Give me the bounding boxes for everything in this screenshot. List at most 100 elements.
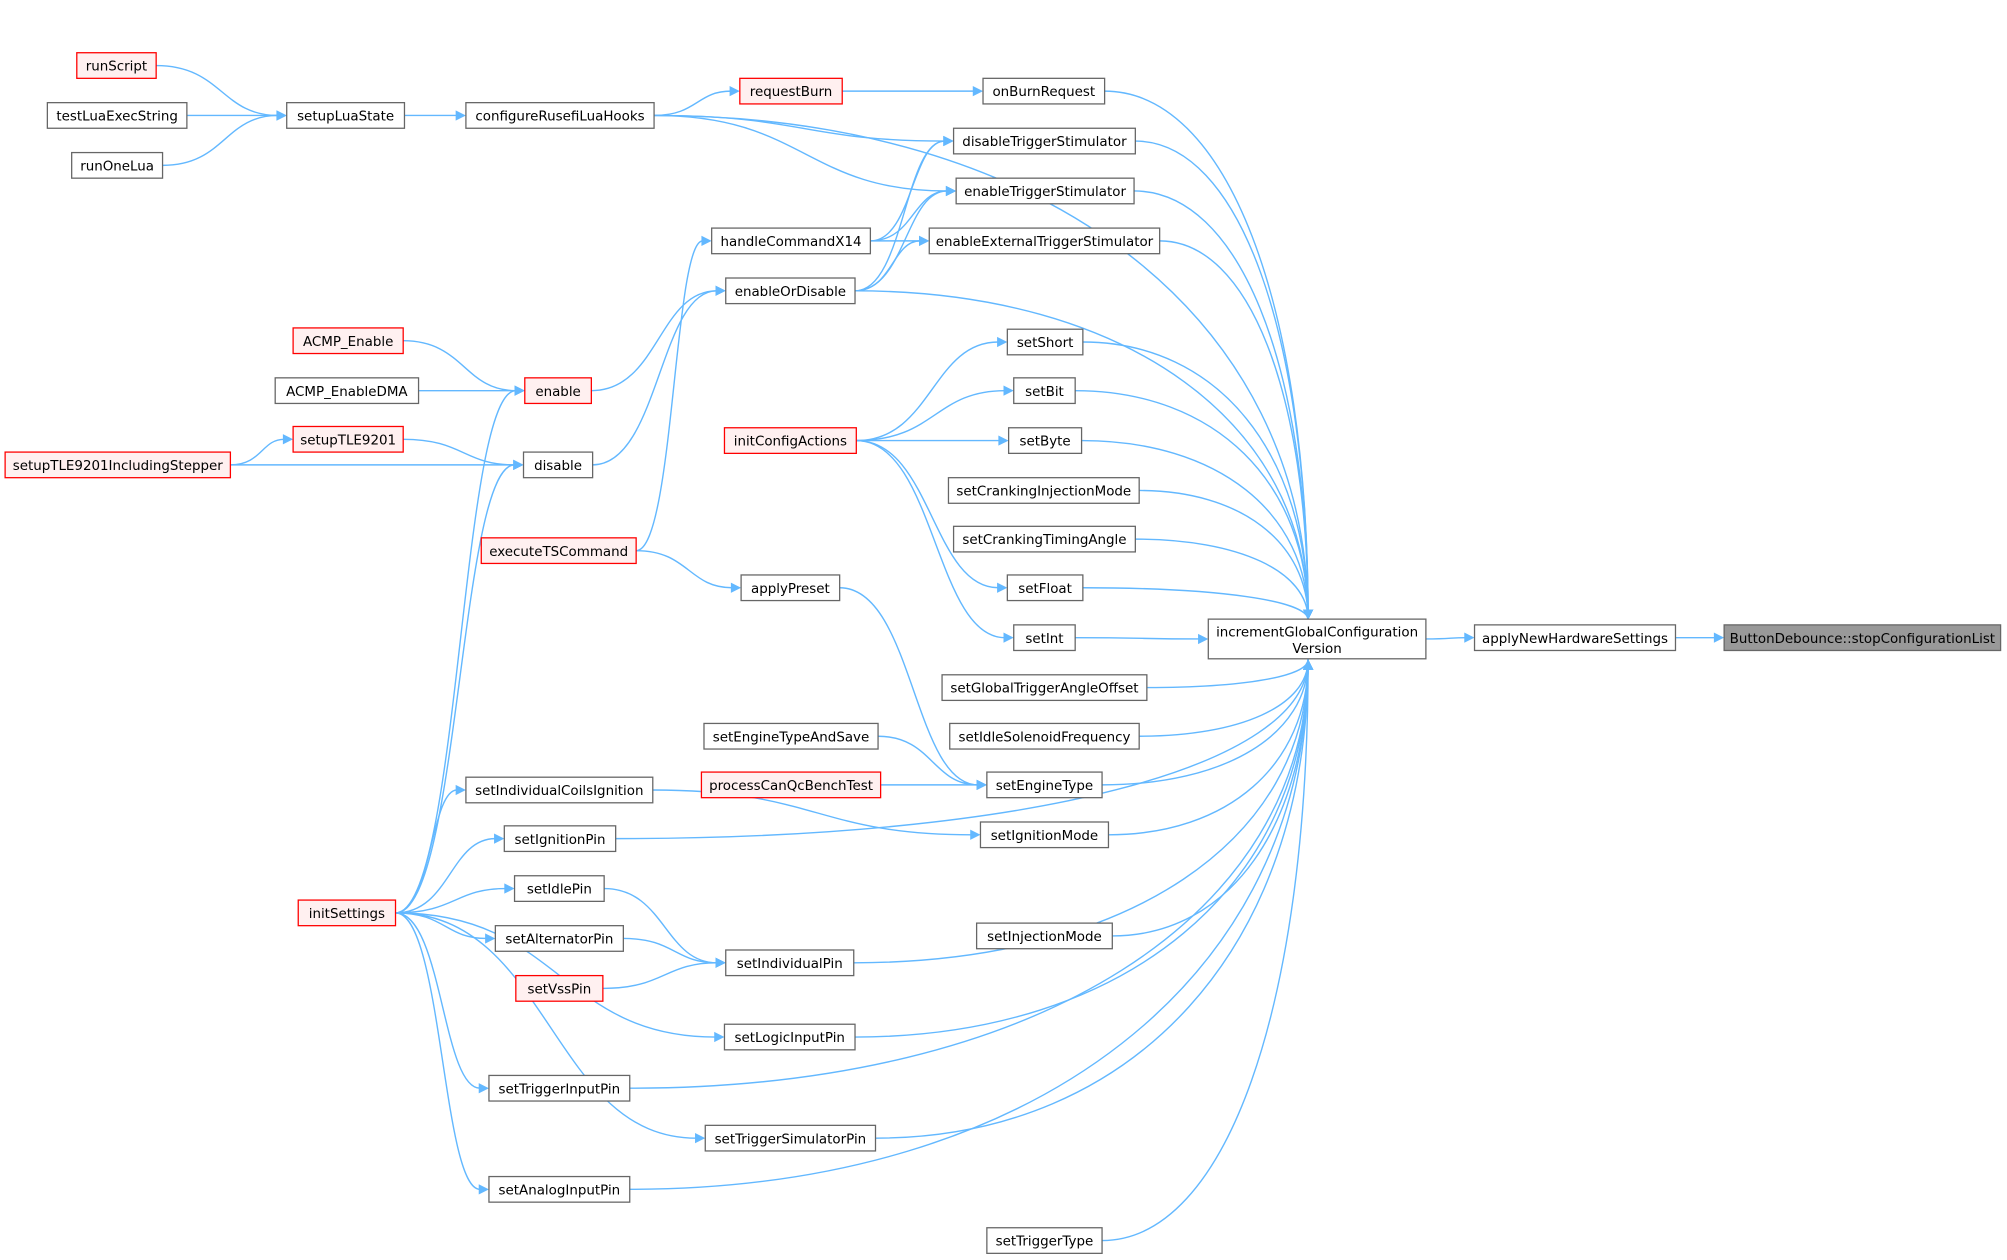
node-enable[interactable]: enable bbox=[524, 377, 592, 405]
node-applyNewHardwareSettings[interactable]: applyNewHardwareSettings bbox=[1473, 624, 1677, 652]
node-applyPreset[interactable]: applyPreset bbox=[740, 574, 841, 602]
node-label: enableExternalTriggerStimulator bbox=[936, 235, 1154, 250]
node-box bbox=[723, 427, 857, 455]
call-edge bbox=[855, 290, 1309, 620]
arrowhead-icon bbox=[997, 336, 1008, 348]
node-enableExternalTriggerStimulator[interactable]: enableExternalTriggerStimulator bbox=[928, 227, 1161, 255]
node-ACMP_Enable[interactable]: ACMP_Enable bbox=[292, 327, 404, 355]
node-enableTriggerStimulator[interactable]: enableTriggerStimulator bbox=[955, 177, 1135, 205]
node-label: setEngineType bbox=[996, 779, 1093, 794]
node-setTriggerSimulatorPin[interactable]: setTriggerSimulatorPin bbox=[704, 1124, 877, 1152]
call-edge bbox=[592, 290, 717, 466]
call-edge bbox=[1102, 659, 1309, 1242]
node-label: setupTLE9201 bbox=[300, 433, 396, 448]
node-label: disable bbox=[534, 459, 582, 474]
node-setVssPin[interactable]: setVssPin bbox=[515, 974, 604, 1002]
node-box bbox=[941, 674, 1148, 702]
call-edge bbox=[629, 659, 1309, 1089]
node-label: setFloat bbox=[1018, 582, 1072, 597]
node-requestBurn[interactable]: requestBurn bbox=[739, 77, 843, 105]
node-label: setShort bbox=[1017, 336, 1074, 351]
node-runScript[interactable]: runScript bbox=[76, 52, 157, 79]
node-stopConfigurationList[interactable]: ButtonDebounce::stopConfigurationList bbox=[1723, 624, 2002, 652]
call-edge bbox=[875, 659, 1309, 1139]
node-setIgnitionPin[interactable]: setIgnitionPin bbox=[503, 825, 617, 853]
node-setIgnitionMode[interactable]: setIgnitionMode bbox=[979, 821, 1110, 849]
arrowhead-icon bbox=[730, 582, 742, 593]
nodes: runScript testLuaExecString runOneLua setup… bbox=[4, 52, 2002, 1254]
call-edge bbox=[1102, 659, 1309, 786]
node-setGlobalTriggerAngleOffset[interactable]: setGlobalTriggerAngleOffset bbox=[941, 674, 1148, 702]
node-setLogicInputPin[interactable]: setLogicInputPin bbox=[723, 1023, 856, 1051]
node-setIndividualPin[interactable]: setIndividualPin bbox=[725, 949, 855, 977]
node-setFloat[interactable]: setFloat bbox=[1006, 574, 1084, 602]
node-setShort[interactable]: setShort bbox=[1006, 328, 1084, 356]
node-box bbox=[1013, 624, 1076, 652]
node-box bbox=[515, 974, 604, 1002]
node-processCanQcBenchTest[interactable]: processCanQcBenchTest bbox=[700, 771, 882, 799]
call-edge bbox=[602, 962, 717, 990]
node-handleCommandX14[interactable]: handleCommandX14 bbox=[711, 227, 872, 255]
node-label: enableOrDisable bbox=[735, 285, 846, 300]
call-edge bbox=[1082, 341, 1309, 620]
node-setAnalogInputPin[interactable]: setAnalogInputPin bbox=[488, 1175, 631, 1203]
node-setByte[interactable]: setByte bbox=[1007, 427, 1083, 455]
node-setupTLE9201[interactable]: setupTLE9201 bbox=[292, 425, 404, 453]
node-setAlternatorPin[interactable]: setAlternatorPin bbox=[494, 925, 624, 952]
node-setCrankingInjectionMode[interactable]: setCrankingInjectionMode bbox=[947, 477, 1140, 504]
arrowhead-icon bbox=[1713, 632, 1725, 643]
node-initConfigActions[interactable]: initConfigActions bbox=[723, 427, 857, 455]
call-edge bbox=[856, 389, 1005, 442]
node-setEngineTypeAndSave[interactable]: setEngineTypeAndSave bbox=[703, 722, 879, 750]
node-configureRusefiLuaHooks[interactable]: configureRusefiLuaHooks bbox=[465, 102, 655, 129]
node-label: setIgnitionMode bbox=[991, 829, 1099, 844]
call-edge bbox=[1075, 389, 1309, 620]
call-edge bbox=[1134, 190, 1309, 620]
arrowhead-icon bbox=[514, 385, 525, 396]
node-onBurnRequest[interactable]: onBurnRequest bbox=[982, 77, 1106, 105]
arrowhead-icon bbox=[1003, 632, 1014, 643]
node-enableOrDisable[interactable]: enableOrDisable bbox=[725, 277, 856, 305]
node-setCrankingTimingAngle[interactable]: setCrankingTimingAngle bbox=[952, 525, 1136, 553]
node-setBit[interactable]: setBit bbox=[1013, 377, 1076, 405]
arrowhead-icon bbox=[1464, 632, 1475, 643]
node-setIdleSolenoidFrequency[interactable]: setIdleSolenoidFrequency bbox=[949, 722, 1140, 750]
node-box bbox=[725, 949, 855, 977]
arrowhead-icon bbox=[513, 459, 524, 471]
node-testLuaExecString[interactable]: testLuaExecString bbox=[46, 102, 188, 129]
node-disableTriggerStimulator[interactable]: disableTriggerStimulator bbox=[952, 127, 1136, 155]
node-label: ACMP_EnableDMA bbox=[286, 385, 408, 400]
call-edge bbox=[591, 290, 717, 392]
node-setIndividualCoilsIgnition[interactable]: setIndividualCoilsIgnition bbox=[465, 776, 654, 804]
call-edge bbox=[856, 439, 1005, 639]
node-setIdlePin[interactable]: setIdlePin bbox=[513, 875, 605, 902]
node-setInt[interactable]: setInt bbox=[1013, 624, 1076, 652]
arrowhead-icon bbox=[1303, 659, 1314, 670]
node-setEngineType[interactable]: setEngineType bbox=[986, 771, 1103, 799]
node-box bbox=[986, 771, 1103, 799]
node-label: enable bbox=[535, 385, 581, 400]
call-edge bbox=[878, 735, 978, 786]
call-edge bbox=[162, 114, 278, 167]
node-initSettings[interactable]: initSettings bbox=[297, 899, 397, 927]
node-disable[interactable]: disable bbox=[522, 451, 594, 479]
node-setInjectionMode[interactable]: setInjectionMode bbox=[975, 922, 1113, 950]
node-ACMP_EnableDMA[interactable]: ACMP_EnableDMA bbox=[274, 377, 420, 405]
call-edge bbox=[654, 114, 945, 142]
call-edge bbox=[1081, 439, 1309, 620]
node-box bbox=[955, 177, 1135, 205]
node-label: setGlobalTriggerAngleOffset bbox=[950, 682, 1138, 697]
node-box bbox=[1723, 624, 2002, 652]
node-setTriggerInputPin[interactable]: setTriggerInputPin bbox=[488, 1074, 631, 1102]
call-edge bbox=[615, 659, 1309, 840]
call-edge bbox=[604, 887, 717, 964]
node-setupTLE9201IncludingStepper[interactable]: setupTLE9201IncludingStepper bbox=[4, 451, 232, 479]
node-setupLuaState[interactable]: setupLuaState bbox=[286, 102, 406, 129]
node-runOneLua[interactable]: runOneLua bbox=[71, 151, 164, 179]
node-label: setTriggerInputPin bbox=[499, 1082, 621, 1097]
node-setTriggerType[interactable]: setTriggerType bbox=[986, 1227, 1103, 1254]
call-edge bbox=[1146, 659, 1309, 689]
node-executeTSCommand[interactable]: executeTSCommand bbox=[480, 537, 637, 565]
call-edge bbox=[856, 341, 999, 442]
